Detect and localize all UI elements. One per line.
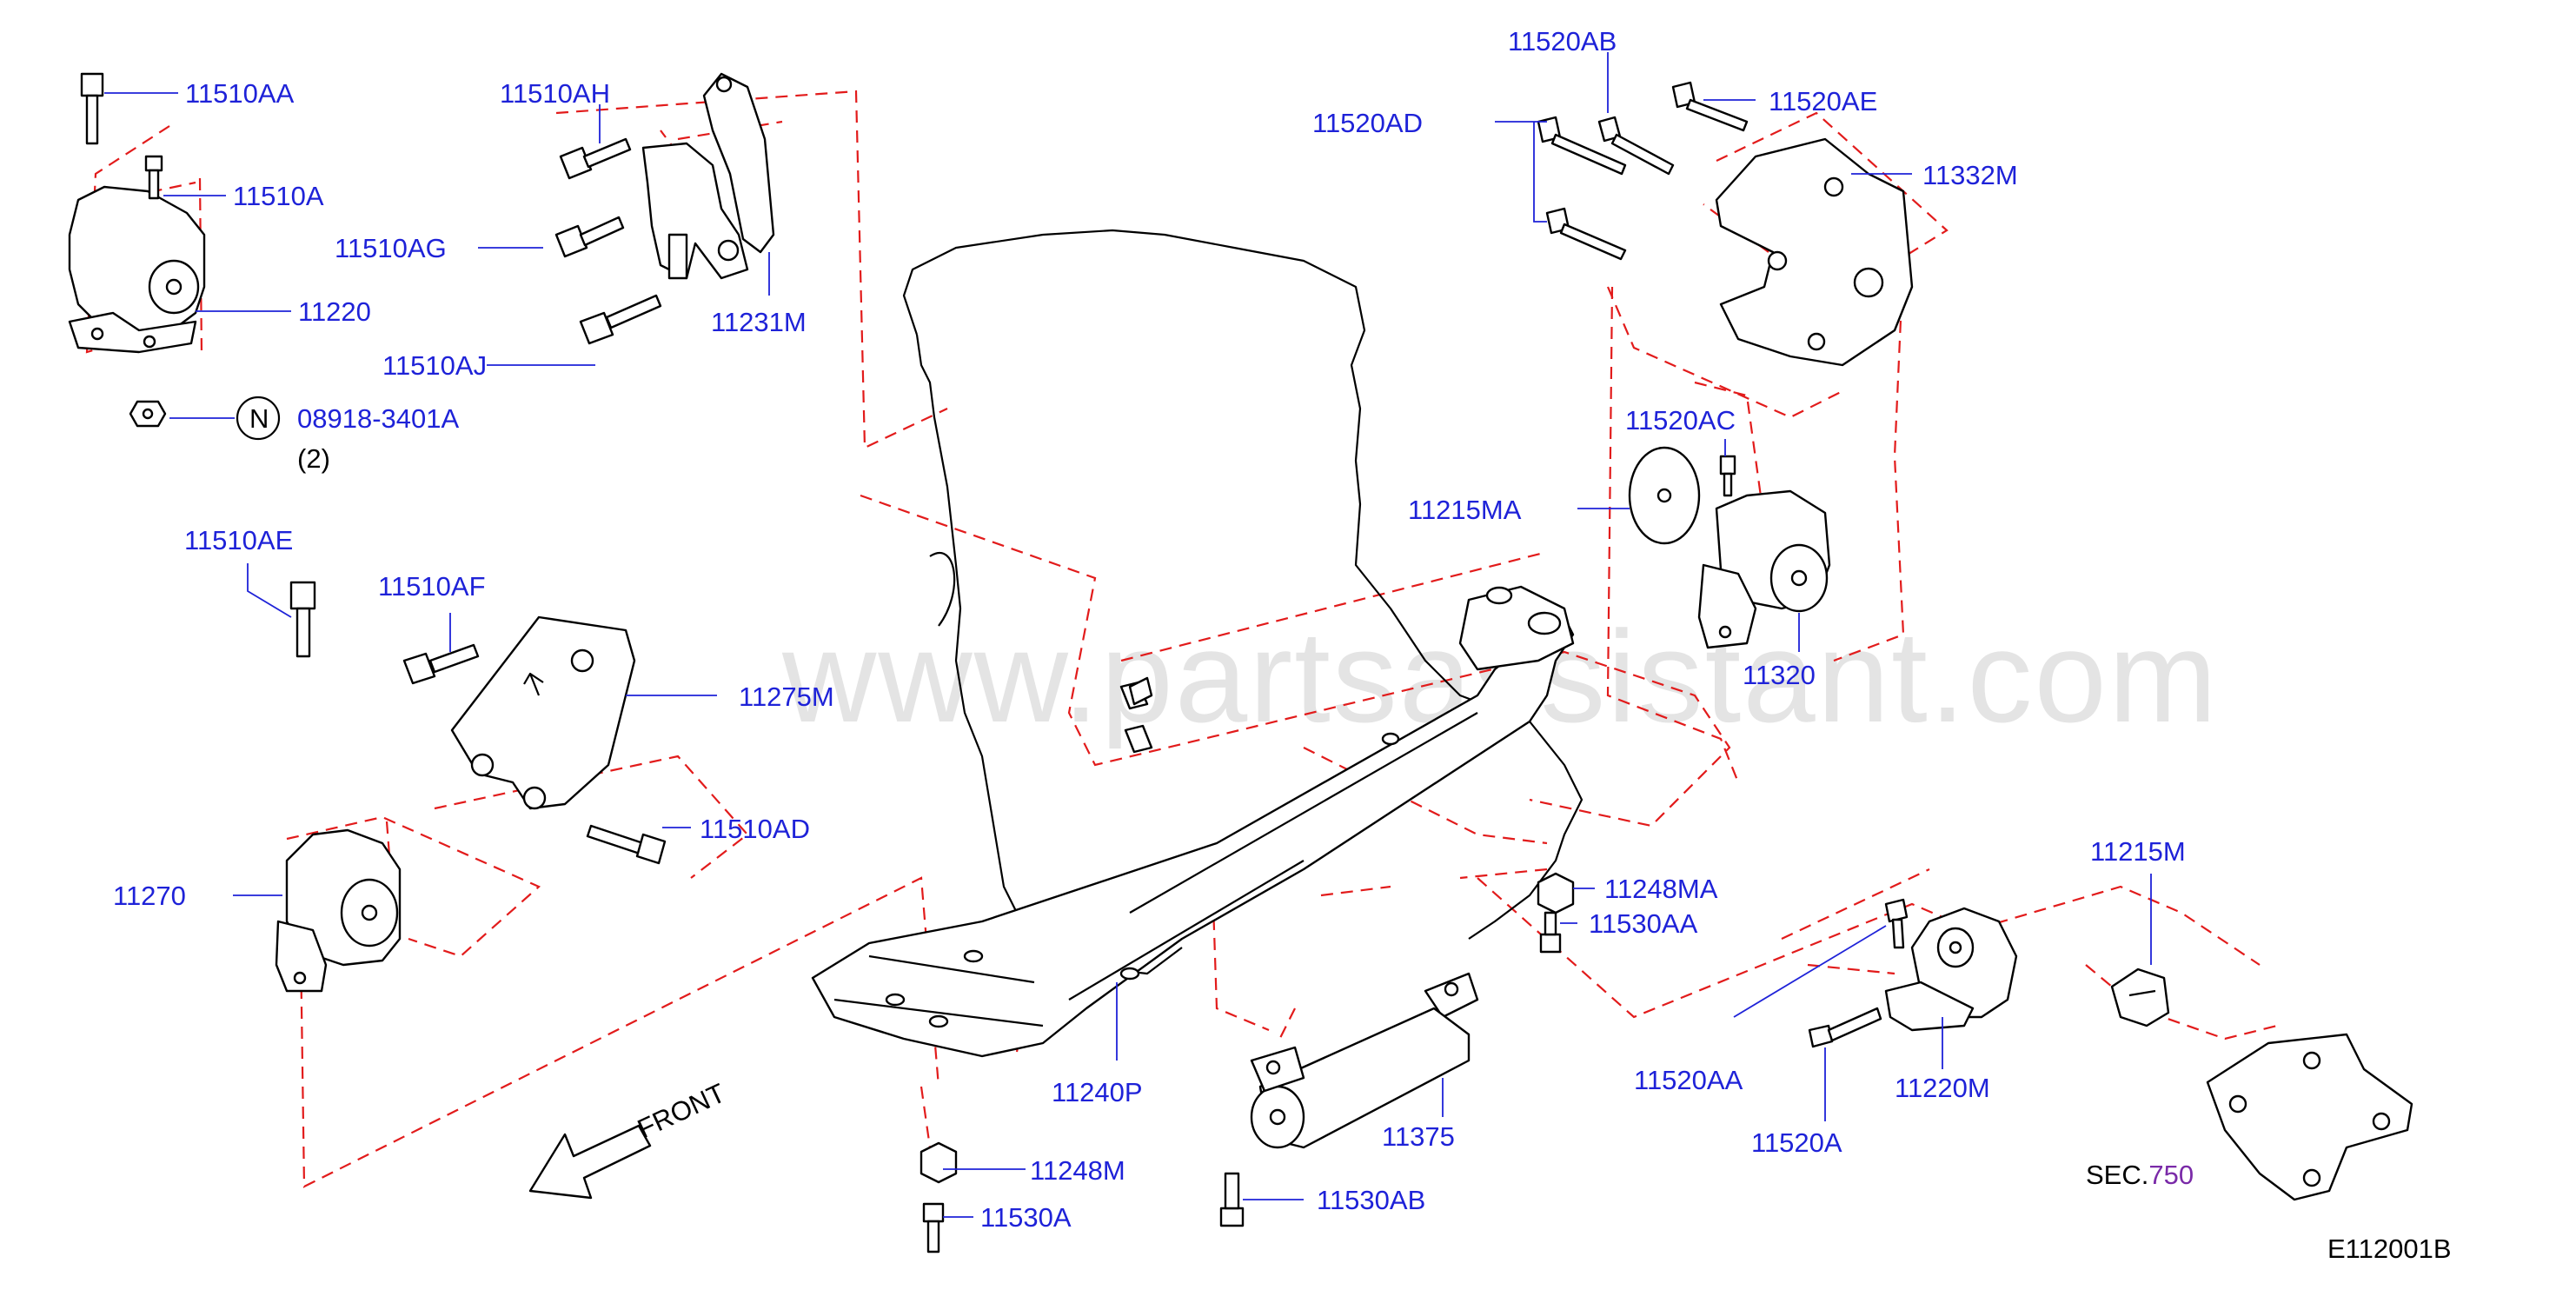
label-11530aa: 11530AA — [1589, 908, 1698, 939]
bracket-11332m — [1537, 81, 1914, 367]
label-11231m: 11231M — [711, 307, 807, 337]
engine-block-outline — [902, 229, 1583, 975]
label-11215ma: 11215MA — [1408, 495, 1522, 525]
crossmember-11240p — [811, 585, 1575, 1058]
figure-id: E112001B — [2327, 1233, 2452, 1264]
label-11375: 11375 — [1382, 1121, 1455, 1152]
label-11240p: 11240P — [1052, 1077, 1143, 1107]
stopper-11215m — [2110, 968, 2170, 1027]
label-11520a: 11520A — [1751, 1127, 1842, 1158]
part-labels: 11510AA 11510A 11220 08918-3401A (2) 115… — [113, 26, 2186, 1233]
label-08918-3401a: 08918-3401A — [297, 403, 459, 434]
label-11510ah: 11510AH — [500, 78, 610, 109]
front-label: FRONT — [633, 1077, 730, 1144]
label-11215m: 11215M — [2090, 836, 2186, 867]
engine-mount-11220 — [68, 72, 206, 428]
n-mark-icon — [236, 396, 281, 441]
label-11510aj: 11510AJ — [382, 350, 487, 381]
bracket-sec750 — [2206, 1033, 2413, 1201]
engine-mount-11320 — [1628, 446, 1831, 649]
damper-11375 — [1219, 972, 1479, 1227]
label-11275m: 11275M — [739, 682, 834, 712]
label-qty-2: (2) — [297, 443, 330, 474]
label-11248ma: 11248MA — [1604, 874, 1718, 904]
bracket-11275m — [289, 581, 667, 865]
label-11520ad: 11520AD — [1312, 108, 1423, 138]
label-11520ac: 11520AC — [1625, 405, 1736, 436]
label-11520aa: 11520AA — [1634, 1065, 1743, 1095]
label-11332m: 11332M — [1922, 160, 2018, 190]
label-11510ae: 11510AE — [184, 525, 293, 555]
label-11510ad: 11510AD — [700, 814, 810, 844]
label-11220m: 11220M — [1895, 1073, 1990, 1103]
label-11530a: 11530A — [980, 1202, 1072, 1233]
label-11520ae: 11520AE — [1769, 86, 1877, 116]
label-11220: 11220 — [298, 296, 371, 327]
bracket-11231m — [554, 72, 775, 345]
label-11270: 11270 — [113, 881, 186, 911]
sec-reference[interactable]: SEC.750 — [2086, 1160, 2194, 1190]
sec-number[interactable]: 750 — [2148, 1160, 2194, 1190]
engine-mount-11270 — [275, 828, 402, 993]
label-11248m: 11248M — [1030, 1155, 1125, 1186]
label-11510aa: 11510AA — [185, 78, 295, 109]
front-arrow-icon — [528, 1124, 652, 1200]
label-11510ag: 11510AG — [335, 233, 447, 263]
stoppers-and-bolts — [920, 676, 1575, 1253]
label-11510af: 11510AF — [378, 571, 486, 602]
label-11520ab: 11520AB — [1508, 26, 1617, 57]
n-mark-letter: N — [249, 403, 269, 434]
engine-mount-11220m — [1808, 898, 2018, 1048]
leader-lines — [104, 52, 2152, 1218]
label-11320: 11320 — [1743, 660, 1816, 690]
sec-prefix: SEC. — [2086, 1160, 2148, 1190]
label-11530ab: 11530AB — [1317, 1185, 1425, 1215]
label-11510a: 11510A — [233, 181, 324, 211]
